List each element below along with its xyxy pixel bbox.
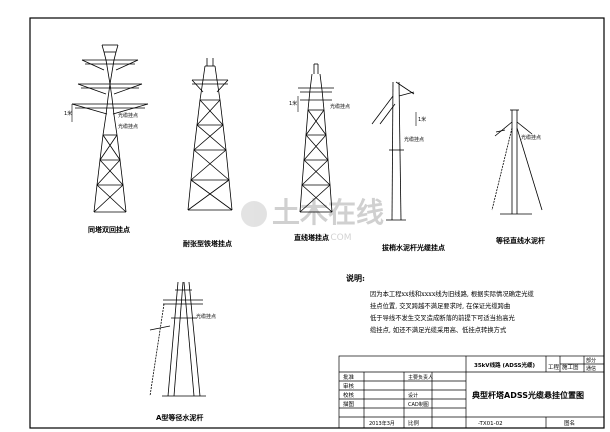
point-label: 光缆挂点 <box>118 112 138 119</box>
title-block-text: 35kV线路 (ADSS光缆) 工程 施工图 部分 通信 批准 主要负责人 审核… <box>343 357 596 427</box>
watermark-sub: COI88.COM <box>300 233 351 243</box>
dim-label: 1米 <box>64 110 72 117</box>
scale-label: 图名 <box>564 419 575 427</box>
row-label: 批准 <box>343 373 355 381</box>
caption-tower1: 同塔双回挂点 <box>88 225 130 234</box>
row-value: 主要负责人 <box>408 374 433 381</box>
pole-a-type <box>149 281 206 397</box>
project-name: 35kV线路 (ADSS光缆) <box>474 361 535 369</box>
point-label: 光缆挂点 <box>521 134 541 141</box>
dim-label: 1米 <box>418 116 426 123</box>
caption-tower3: 直线塔挂点 <box>294 233 329 242</box>
drawing-border <box>29 17 605 429</box>
watermark-main: 土木在线 <box>272 196 384 229</box>
point-label: 光缆挂点 <box>118 123 138 130</box>
pole-straight <box>491 109 543 215</box>
caption-pole1: 拔梢水泥杆光缆挂点 <box>382 243 445 252</box>
drawing-number: -TX01-02 <box>478 421 503 427</box>
row-value: 设计 <box>408 392 418 399</box>
tower-double-circuit <box>71 44 149 213</box>
caption-tower2: 耐张型铁塔挂点 <box>183 239 232 248</box>
row-label: 审核 <box>343 382 355 390</box>
row-label: 校核 <box>343 391 355 399</box>
tower1-annotations: 1米 光缆挂点 光缆挂点 <box>64 104 138 130</box>
part-label: 部分 <box>586 357 596 364</box>
tower3-annotations: 1米 光缆挂点 <box>289 96 350 112</box>
notes-block: 说明: 因为本工程xx线和xxxx线为旧线路, 根据实际情况确定光缆 挂点位置,… <box>346 273 535 334</box>
date-label: 比例 <box>408 419 420 427</box>
caption-pole2: 等径直线水泥杆 <box>495 236 545 245</box>
dim-label: 1米 <box>289 100 297 107</box>
tower-tension <box>187 58 233 211</box>
tower-suspension <box>298 63 334 213</box>
point-label: 光缆挂点 <box>196 313 216 320</box>
point-label: 光缆挂点 <box>330 103 350 110</box>
title-block <box>338 355 605 429</box>
caption-pole3: A型等径水泥杆 <box>156 413 203 422</box>
pole3-annotations: 光缆挂点 <box>196 313 216 320</box>
notes-line: 缆挂点, 如还不满足光缆采用高、低挂点转换方式 <box>370 325 507 334</box>
stage-label: 工程 <box>548 363 560 371</box>
part-value: 通信 <box>586 365 596 372</box>
notes-line: 挂点位置, 交叉跨越不满足要求时, 在保证光缆跨曲 <box>370 301 510 310</box>
notes-line: 因为本工程xx线和xxxx线为旧线路, 根据实际情况确定光缆 <box>370 289 535 298</box>
pole-tapered <box>371 81 415 221</box>
point-label: 光缆挂点 <box>404 136 424 143</box>
row-label: 描图 <box>343 400 355 408</box>
pole2-annotations: 光缆挂点 <box>521 134 541 141</box>
date-value: 2013年3月 <box>369 420 395 427</box>
drawing-title: 典型杆塔ADSS光缆悬挂位置图 <box>472 390 584 400</box>
row-value: CAD制图 <box>408 401 429 408</box>
watermark: 土木在线 COI88.COM <box>241 196 384 243</box>
pole1-annotations: 1米 光缆挂点 <box>404 112 426 143</box>
stage-value: 施工图 <box>562 363 579 371</box>
notes-heading: 说明: <box>346 273 365 283</box>
notes-line: 低于导线不发生交叉造成断落的前提下可适当抬高光 <box>370 313 516 322</box>
